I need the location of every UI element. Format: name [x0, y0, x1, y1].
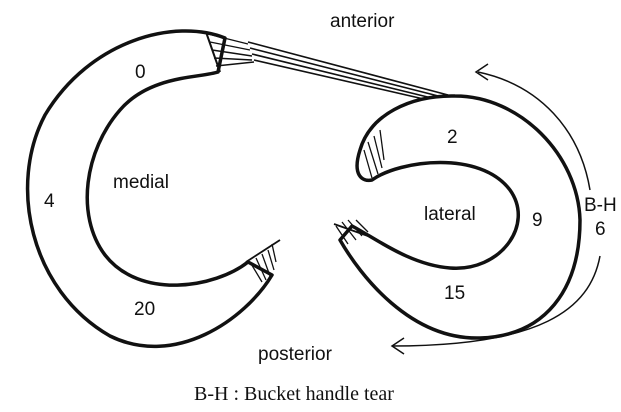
figure-caption: B-H : Bucket handle tear — [194, 384, 394, 404]
lateral-anterior-horn-count: 2 — [447, 128, 458, 147]
bucket-handle-label: B-H — [584, 196, 617, 215]
posterior-label: posterior — [258, 345, 332, 364]
medial-posterior-horn-count: 20 — [134, 300, 155, 319]
intermeniscal-ligament — [248, 42, 454, 106]
lateral-posterior-horn-count: 15 — [444, 284, 465, 303]
bucket-handle-arrow-upper-head — [476, 64, 488, 80]
medial-label: medial — [113, 173, 169, 192]
lateral-body-count: 9 — [532, 211, 543, 230]
anterior-label: anterior — [330, 12, 394, 31]
bucket-handle-count: 6 — [595, 220, 606, 239]
medial-body-count: 4 — [44, 192, 55, 211]
medial-anterior-horn-count: 0 — [135, 63, 146, 82]
lateral-label: lateral — [424, 205, 476, 224]
